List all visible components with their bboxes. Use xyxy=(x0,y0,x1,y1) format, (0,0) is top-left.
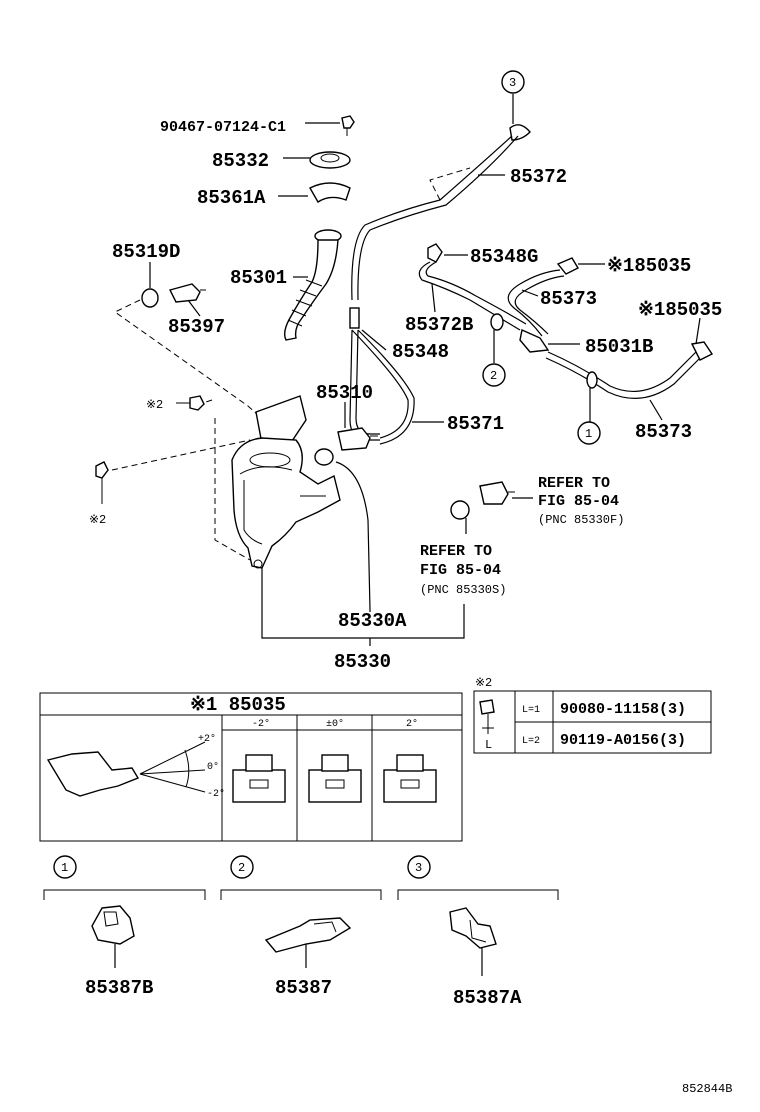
label-85330: 85330 xyxy=(334,651,391,673)
clip-2-part: 85387 xyxy=(275,977,332,999)
bolt-row-1-part: 90080-11158(3) xyxy=(560,701,686,718)
bolt-row-2-part: 90119-A0156(3) xyxy=(560,732,686,749)
clip-1-bracket xyxy=(43,889,206,900)
mark2-lower: ※2 xyxy=(89,513,106,527)
hose-85372-icon xyxy=(351,94,531,301)
cap-85332-icon xyxy=(283,151,351,169)
mark2-upper: ※2 xyxy=(146,398,163,412)
bolt-table xyxy=(473,690,712,754)
clip-3-callout: 3 xyxy=(407,855,431,879)
label-85332: 85332 xyxy=(212,150,269,172)
label-85397: 85397 xyxy=(168,316,225,338)
pump-85397-icon xyxy=(168,283,206,317)
label-85373-upper: 85373 xyxy=(540,288,597,310)
label-85031B: 85031B xyxy=(585,336,653,358)
label-85372B: 85372B xyxy=(405,314,473,336)
refer-1-line2: FIG 85-04 xyxy=(538,493,619,510)
angle-plus: +2° xyxy=(198,733,216,745)
svg-text:2: 2 xyxy=(238,861,245,875)
bolt-row-1-len: L=1 xyxy=(522,705,540,716)
svg-text:3: 3 xyxy=(509,76,516,90)
check-valve-85031B-icon xyxy=(507,257,605,353)
svg-text:1: 1 xyxy=(585,427,592,441)
label-85035-upper: ※185035 xyxy=(607,255,691,277)
angle-col-minus: -2° xyxy=(252,718,270,730)
joint-85348G-icon xyxy=(427,243,468,263)
label-85035-lower: ※185035 xyxy=(638,299,722,321)
bolt-table-mark: ※2 xyxy=(475,676,492,690)
label-85348G: 85348G xyxy=(470,246,538,268)
refer-1-line3: (PNC 85330F) xyxy=(538,513,624,527)
nozzle-refer-icon xyxy=(450,481,533,534)
washer-tank-icon xyxy=(231,395,341,569)
label-85301: 85301 xyxy=(230,267,287,289)
angle-minus: -2° xyxy=(207,788,225,800)
hose-85373-lower-icon xyxy=(545,317,714,423)
bolt-90467-icon xyxy=(305,115,355,136)
svg-text:1: 1 xyxy=(61,861,68,875)
clip-1-part: 85387B xyxy=(85,977,153,999)
angle-col-plus: 2° xyxy=(406,718,418,730)
grommet-85319D-icon xyxy=(141,262,159,308)
joint-85348-icon xyxy=(349,307,387,441)
refer-2-line2: FIG 85-04 xyxy=(420,562,501,579)
figure-id: 852844B xyxy=(682,1082,732,1096)
refer-2-line3: (PNC 85330S) xyxy=(420,583,506,597)
callout-2: 2 xyxy=(482,363,506,387)
svg-text:2: 2 xyxy=(490,369,497,383)
refer-1-line1: REFER TO xyxy=(538,475,610,492)
angle-zero: 0° xyxy=(207,761,219,773)
dashed-guide-line xyxy=(214,418,251,561)
dashed-guide-line xyxy=(111,439,251,471)
label-85371: 85371 xyxy=(447,413,504,435)
label-85361A: 85361A xyxy=(197,187,266,209)
clip-2-callout: 2 xyxy=(230,855,254,879)
filler-hose-85301-icon xyxy=(283,229,342,341)
clip-85387-icon xyxy=(264,917,352,968)
assembly-bracket-line xyxy=(261,568,465,639)
label-85310: 85310 xyxy=(316,382,373,404)
pump-85310-icon xyxy=(314,402,378,611)
label-85348: 85348 xyxy=(392,341,449,363)
label-85373-lower: 85373 xyxy=(635,421,692,443)
hose-85372B-icon xyxy=(418,261,527,363)
angle-col-zero: ±0° xyxy=(326,718,344,730)
callout-1: 1 xyxy=(577,421,601,445)
clip-3-part: 85387A xyxy=(453,987,522,1009)
label-90467: 90467-07124-C1 xyxy=(160,119,286,136)
clip-3-bracket xyxy=(397,889,559,900)
label-85330A: 85330A xyxy=(338,610,407,632)
hose-85371-icon xyxy=(351,329,444,445)
bolt-row-2-len: L=2 xyxy=(522,736,540,747)
label-85372: 85372 xyxy=(510,166,567,188)
clip-1-callout: 1 xyxy=(53,855,77,879)
label-85319D: 85319D xyxy=(112,241,180,263)
angle-box-title: ※1 85035 xyxy=(190,694,286,716)
nozzle-angle-box xyxy=(39,692,463,842)
seal-85361A-icon xyxy=(278,182,351,203)
clip-2-bracket xyxy=(220,889,382,900)
bolt-table-axis: L xyxy=(485,738,492,752)
clip-85387B-icon xyxy=(91,905,135,968)
clip-85387A-icon xyxy=(449,907,497,976)
bolt-mark2-icon xyxy=(95,395,205,504)
callout-3: 3 xyxy=(501,70,525,94)
refer-2-line1: REFER TO xyxy=(420,543,492,560)
svg-text:3: 3 xyxy=(415,861,422,875)
